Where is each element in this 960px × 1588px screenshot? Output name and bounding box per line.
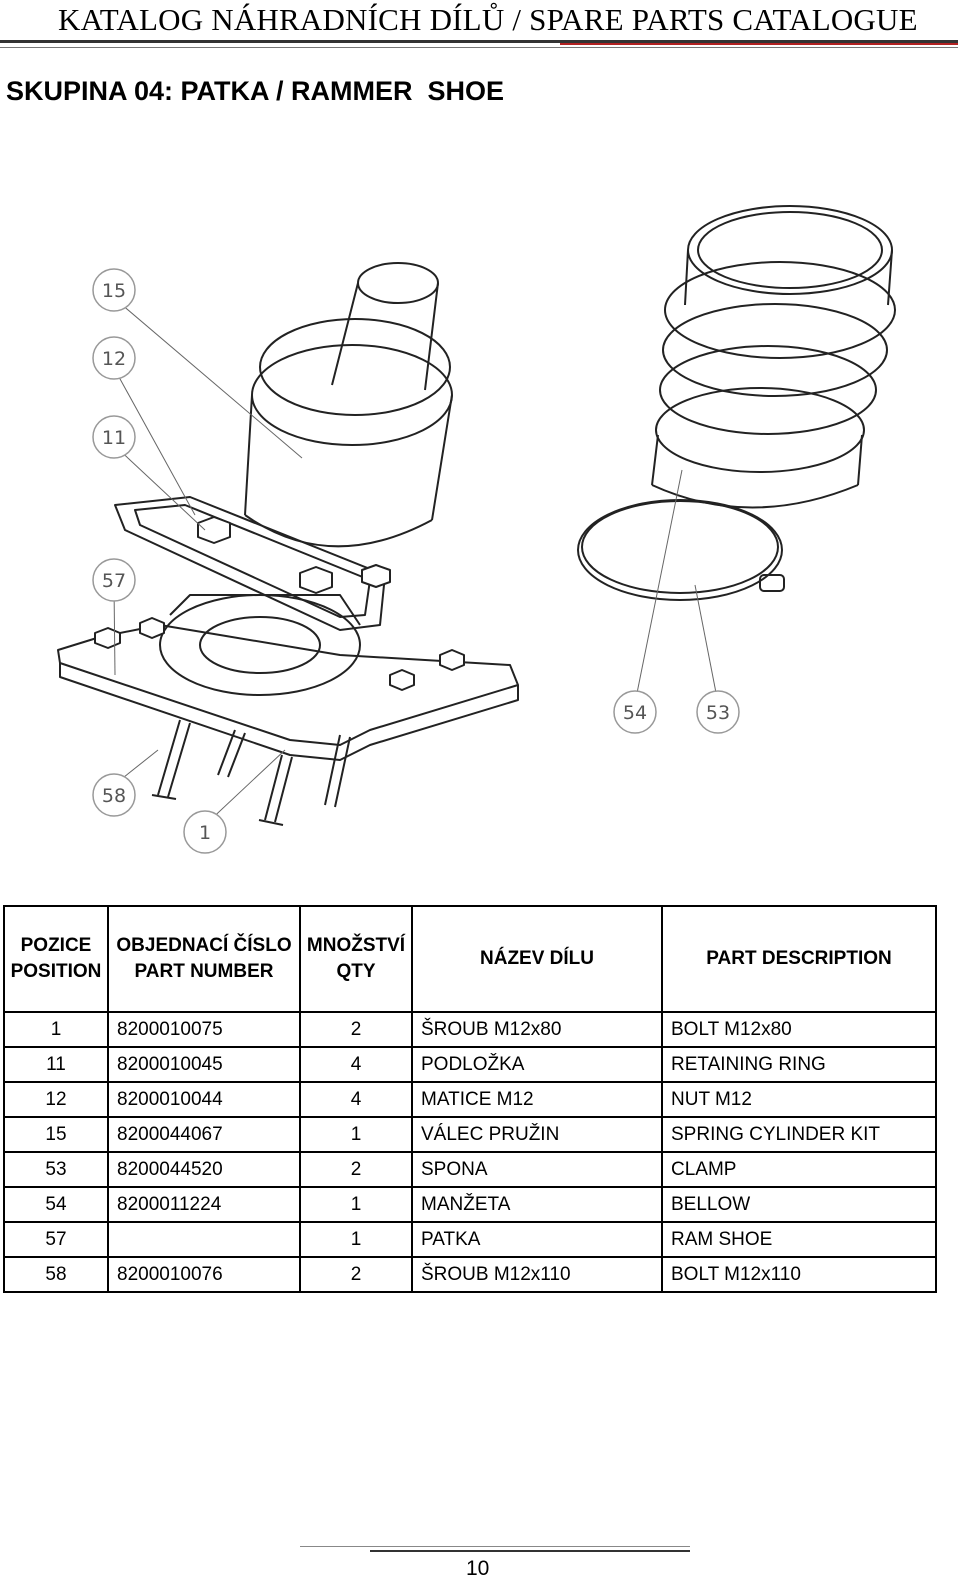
page-number: 10 bbox=[466, 1557, 490, 1580]
catalog-title: KATALOG NÁHRADNÍCH DÍLŮ / SPARE PARTS CA… bbox=[58, 2, 918, 37]
cell-part-description: SPRING CYLINDER KIT bbox=[661, 1116, 937, 1153]
cell-part-description: BOLT M12x80 bbox=[661, 1011, 937, 1048]
table-row: 53 8200044520 2 SPONA CLAMP bbox=[3, 1151, 937, 1188]
cell-part-description: NUT M12 bbox=[661, 1081, 937, 1118]
header-part-name: NÁZEV DÍLU bbox=[411, 905, 663, 1013]
footer-rule bbox=[300, 1546, 690, 1547]
ram-shoe-part bbox=[57, 594, 519, 761]
cell-position: 54 bbox=[3, 1186, 109, 1223]
cell-part-description: RETAINING RING bbox=[661, 1046, 937, 1083]
cell-part-description: BOLT M12x110 bbox=[661, 1256, 937, 1293]
cell-qty: 1 bbox=[299, 1186, 413, 1223]
header-qty: MNOŽSTVÍ QTY bbox=[299, 905, 413, 1013]
table-row: 12 8200010044 4 MATICE M12 NUT M12 bbox=[3, 1081, 937, 1118]
page-header: KATALOG NÁHRADNÍCH DÍLŮ / SPARE PARTS CA… bbox=[0, 0, 960, 50]
parts-table: POZICE POSITION OBJEDNACÍ ČÍSLO PART NUM… bbox=[3, 905, 937, 1293]
clamp-part bbox=[577, 499, 785, 601]
cell-part-name: PODLOŽKA bbox=[411, 1046, 663, 1083]
callout-12: 12 bbox=[102, 348, 126, 370]
cell-part-number: 8200010075 bbox=[107, 1011, 301, 1048]
cell-position: 12 bbox=[3, 1081, 109, 1118]
callout-53: 53 bbox=[706, 702, 730, 724]
cell-qty: 1 bbox=[299, 1116, 413, 1153]
cell-part-name: VÁLEC PRUŽIN bbox=[411, 1116, 663, 1153]
table-row: 58 8200010076 2 ŠROUB M12x110 BOLT M12x1… bbox=[3, 1256, 937, 1293]
cell-part-name: SPONA bbox=[411, 1151, 663, 1188]
header-accent-rule bbox=[560, 43, 958, 45]
cell-part-number: 8200010044 bbox=[107, 1081, 301, 1118]
cell-part-number: 8200044067 bbox=[107, 1116, 301, 1153]
cell-part-number: 8200010045 bbox=[107, 1046, 301, 1083]
cell-position: 15 bbox=[3, 1116, 109, 1153]
cell-part-name: PATKA bbox=[411, 1221, 663, 1258]
header-rule bbox=[0, 40, 958, 43]
table-row: 11 8200010045 4 PODLOŽKA RETAINING RING bbox=[3, 1046, 937, 1083]
cell-part-number: 8200011224 bbox=[107, 1186, 301, 1223]
cell-qty: 4 bbox=[299, 1081, 413, 1118]
cell-qty: 1 bbox=[299, 1221, 413, 1258]
cell-part-number: 8200044520 bbox=[107, 1151, 301, 1188]
cell-part-number: 8200010076 bbox=[107, 1256, 301, 1293]
callout-15: 15 bbox=[102, 280, 126, 302]
callout-54: 54 bbox=[623, 702, 647, 724]
header-part-description: PART DESCRIPTION bbox=[661, 905, 937, 1013]
exploded-parts-drawing: 15 12 11 57 58 1 54 53 bbox=[57, 205, 896, 854]
cell-part-number bbox=[107, 1221, 301, 1258]
footer-rule-thick bbox=[370, 1550, 690, 1552]
cell-part-description: RAM SHOE bbox=[661, 1221, 937, 1258]
callout-57: 57 bbox=[102, 570, 126, 592]
cell-position: 1 bbox=[3, 1011, 109, 1048]
table-row: 54 8200011224 1 MANŽETA BELLOW bbox=[3, 1186, 937, 1223]
spring-cylinder-part bbox=[244, 262, 453, 548]
cell-part-description: BELLOW bbox=[661, 1186, 937, 1223]
cell-position: 11 bbox=[3, 1046, 109, 1083]
table-row: 1 8200010075 2 ŠROUB M12x80 BOLT M12x80 bbox=[3, 1011, 937, 1048]
table-header-row: POZICE POSITION OBJEDNACÍ ČÍSLO PART NUM… bbox=[3, 905, 937, 1013]
section-title: SKUPINA 04: PATKA / RAMMER SHOE bbox=[6, 76, 505, 106]
cell-qty: 2 bbox=[299, 1011, 413, 1048]
bolts-part bbox=[151, 719, 351, 826]
cell-part-name: ŠROUB M12x80 bbox=[411, 1011, 663, 1048]
nuts-part bbox=[94, 516, 465, 691]
callout-58: 58 bbox=[102, 785, 126, 807]
header-part-number: OBJEDNACÍ ČÍSLO PART NUMBER bbox=[107, 905, 301, 1013]
cell-qty: 2 bbox=[299, 1256, 413, 1293]
cell-position: 58 bbox=[3, 1256, 109, 1293]
cell-part-description: CLAMP bbox=[661, 1151, 937, 1188]
cell-part-name: MATICE M12 bbox=[411, 1081, 663, 1118]
callout-1: 1 bbox=[199, 822, 211, 844]
bellow-part bbox=[651, 205, 896, 509]
cell-part-name: ŠROUB M12x110 bbox=[411, 1256, 663, 1293]
cell-qty: 2 bbox=[299, 1151, 413, 1188]
table-row: 57 1 PATKA RAM SHOE bbox=[3, 1221, 937, 1258]
cell-position: 57 bbox=[3, 1221, 109, 1258]
cell-qty: 4 bbox=[299, 1046, 413, 1083]
table-row: 15 8200044067 1 VÁLEC PRUŽIN SPRING CYLI… bbox=[3, 1116, 937, 1153]
cell-part-name: MANŽETA bbox=[411, 1186, 663, 1223]
header-thin-rule bbox=[0, 47, 958, 48]
upper-plate bbox=[114, 496, 386, 631]
header-position: POZICE POSITION bbox=[3, 905, 109, 1013]
callout-11: 11 bbox=[102, 427, 126, 449]
cell-position: 53 bbox=[3, 1151, 109, 1188]
